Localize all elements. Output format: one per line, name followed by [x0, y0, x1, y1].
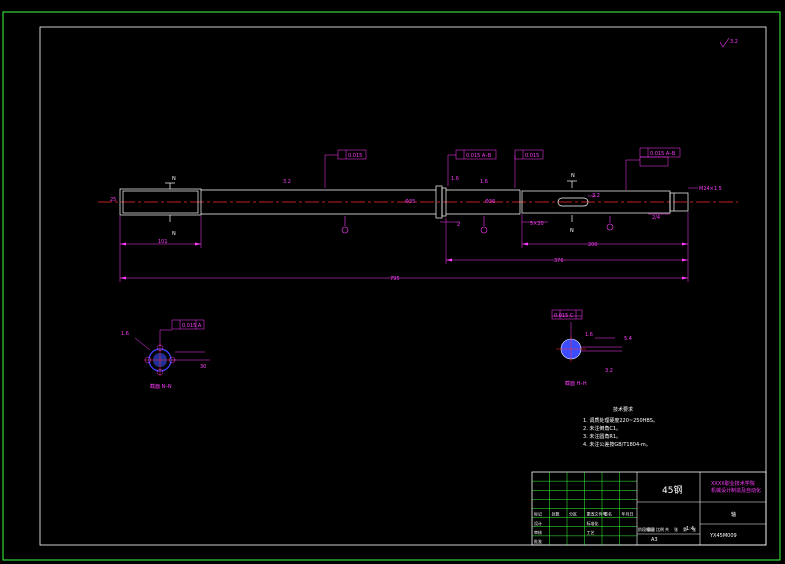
dim-rough-d: 3.2 — [592, 193, 600, 199]
shaft-outline — [119, 185, 689, 219]
title-company-line1: XXXX职业技术学院 — [711, 480, 755, 487]
section-n-top-right: N — [571, 173, 575, 179]
dim-left-major: 25 — [110, 197, 116, 203]
drawing-frame — [39, 26, 767, 546]
dim-total-length: 795 — [390, 276, 400, 282]
title-cell-label: 阶段标记 — [638, 526, 654, 532]
title-company-line2: 机械设计制造及自动化 — [711, 487, 761, 494]
title-drawing-no: YX45M009 — [709, 533, 737, 539]
title-cell-label: 批准 — [534, 538, 542, 544]
title-part-name: 轴 — [731, 511, 736, 518]
section-left-rough: 1.6 — [121, 331, 129, 337]
corner-roughness-symbol — [719, 37, 730, 48]
section-right-title: 截面 H–H — [565, 380, 587, 387]
tol-runout-left: 0.015 — [348, 153, 362, 159]
title-cell-label: 标准化 — [587, 520, 599, 526]
dim-dia-shoulder: Φ36 — [485, 199, 495, 205]
title-cell-label: 分区 — [569, 511, 577, 517]
tech-note-line-3: 3. 未注圆角R1。 — [583, 433, 621, 440]
tolerance-frames — [337, 147, 681, 167]
dim-thread-gap: 2/4 — [652, 215, 660, 221]
section-left-view — [134, 319, 210, 376]
dimension-lines — [119, 154, 698, 282]
title-cell-label: 张 — [674, 526, 678, 532]
dim-key-part: 200 — [588, 242, 598, 248]
dim-thread-label: M24×1.5 — [699, 186, 722, 192]
dim-rough-a: 3.2 — [283, 179, 291, 185]
dim-right-part: 376 — [554, 258, 564, 264]
title-cell-label: 重量 — [647, 526, 655, 532]
title-cell-label: 年月日 — [622, 511, 634, 517]
tech-note-line-2: 2. 未注倒角C1。 — [583, 425, 621, 432]
title-cell-label: 签名 — [604, 511, 612, 517]
section-right-dim-a: 1.6 — [585, 332, 593, 338]
tech-notes-title: 技术要求 — [613, 406, 633, 413]
dim-keyway-width: 5×20 — [530, 221, 544, 227]
tol-right: 0.015 A–B — [650, 151, 676, 157]
section-n-top-left: N — [172, 176, 176, 182]
title-cell-label: 工艺 — [587, 530, 595, 535]
section-left-title: 截面 N–N — [150, 383, 172, 390]
title-cell-label: 处数 — [552, 511, 560, 517]
section-right-dim-c: 5.4 — [624, 336, 632, 342]
tech-note-line-1: 1. 调质处理硬度220~250HBS。 — [583, 417, 658, 424]
title-cell-label: 设计 — [534, 520, 542, 526]
section-right-dim-b: 3.2 — [605, 368, 613, 374]
section-marker-left — [165, 182, 175, 222]
title-cell-label: 第 — [683, 526, 687, 532]
outer-border — [2, 11, 781, 561]
corner-roughness-value: 3.2 — [730, 39, 738, 45]
section-marker-right — [567, 180, 577, 222]
section-left-dim: 30 — [200, 364, 206, 370]
section-right-tol: 0.015 C — [554, 313, 574, 319]
title-cell-label: 标记 — [534, 511, 542, 517]
title-cell-label: 审核 — [534, 529, 542, 535]
title-sheet: A3 — [651, 537, 658, 543]
tol-runout-mid: 0.015 A–B — [466, 153, 492, 159]
tech-note-line-4: 4. 未注公差按GB/T1804-m。 — [583, 441, 651, 448]
title-cell-label: 共 — [665, 526, 669, 532]
title-cell-label: 比例 — [656, 526, 664, 532]
tol-circ-mid: 0.015 — [525, 153, 539, 159]
tech-notes: 技术要求 1. 调质处理硬度220~250HBS。 2. 未注倒角C1。 3. … — [583, 406, 658, 448]
title-block: 45钢 XXXX职业技术学院 机械设计制造及自动化 轴 YX45M009 A3 … — [531, 471, 767, 546]
section-left-tol: 0.015 A — [182, 323, 202, 329]
section-n-bottom-left: N — [172, 231, 176, 237]
datum-symbols — [341, 216, 614, 234]
section-right-view — [551, 309, 622, 362]
title-scale: 1:4 — [686, 526, 694, 532]
dim-dia-mid: Φ35 — [405, 199, 415, 205]
section-n-bottom-right: N — [570, 228, 574, 234]
title-cell-label: 张 — [692, 526, 696, 532]
dim-rough-b: 1.6 — [451, 176, 459, 182]
title-cell-label: 更改文件号 — [587, 511, 607, 517]
dim-rough-c: 1.6 — [480, 179, 488, 185]
title-material: 45钢 — [662, 484, 682, 496]
dim-spline-length: 101 — [158, 239, 168, 245]
dimension-arrows — [120, 242, 688, 280]
dim-width-small: 2 — [457, 222, 460, 228]
